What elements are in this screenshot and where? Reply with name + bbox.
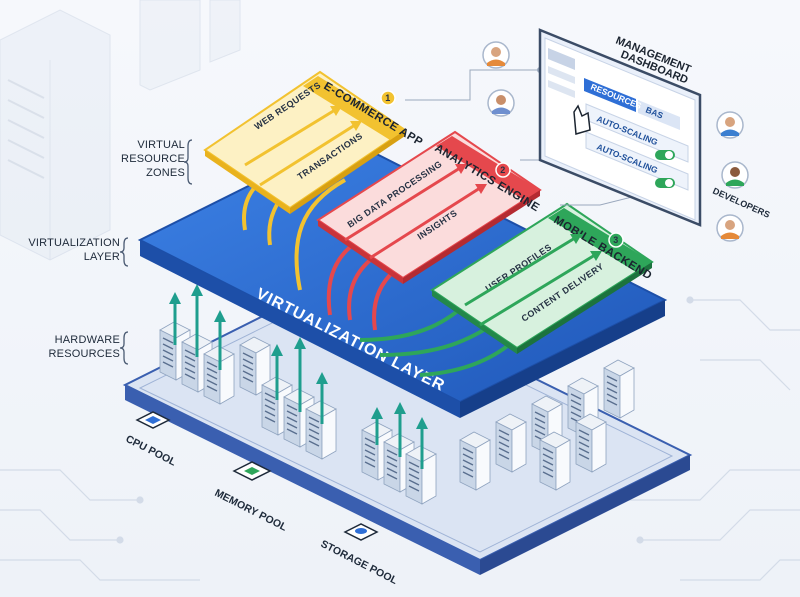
background-server-racks <box>0 0 241 261</box>
zone-2-inner-arrows <box>344 164 487 260</box>
zones-brace <box>183 139 193 185</box>
virtual-resource-zones-label-2: RESOURCE <box>121 153 185 165</box>
zone-2-badge <box>495 162 511 178</box>
management-dashboard[interactable] <box>538 28 702 227</box>
hardware-to-virtualization-arrows <box>169 284 428 469</box>
zone-3-inner-arrows <box>464 234 602 327</box>
side-labels: VIRTUAL RESOURCE ZONES VIRTUALIZATION LA… <box>28 139 193 365</box>
developer-avatars <box>716 111 749 242</box>
hardware-brace <box>119 331 129 365</box>
virtualization-layer-label-2: LAYER <box>84 251 120 263</box>
user-avatars-left <box>482 41 515 117</box>
virtual-resource-zones-label-3: ZONES <box>146 167 185 179</box>
pointer-hand-icon <box>573 104 591 135</box>
virtualization-brace <box>119 237 129 267</box>
zone-1-number: 1 <box>385 93 390 103</box>
dashboard-tab-resources[interactable] <box>584 78 636 112</box>
dashboard-sidebar-block <box>548 80 575 98</box>
hardware-resources-label-2: RESOURCES <box>49 348 120 360</box>
dashboard-tab-bas[interactable] <box>638 100 680 130</box>
zone-1-badge <box>380 90 396 106</box>
zone-3-badge <box>608 232 624 248</box>
zone-2-number: 2 <box>500 165 505 175</box>
virtual-resource-zones-label-1: VIRTUAL <box>137 139 185 151</box>
circuit-traces <box>0 296 800 581</box>
dashboard-sidebar-block <box>548 66 575 84</box>
zone-mobile-backend[interactable]: 3 MOBILE BACKEND USER PROFILES CONTENT D… <box>430 202 654 354</box>
zone-1-inner-arrows <box>244 106 362 187</box>
hardware-resources-label-1: HARDWARE <box>55 334 120 346</box>
zone-analytics-engine[interactable]: 2 ANALYTICS ENGINE BIG DATA PROCESSING I… <box>316 130 542 284</box>
zone-3-number: 3 <box>613 235 618 245</box>
dashboard-sidebar-block <box>548 48 575 70</box>
virtualization-layer-label-1: VIRTUALIZATION <box>28 237 120 249</box>
